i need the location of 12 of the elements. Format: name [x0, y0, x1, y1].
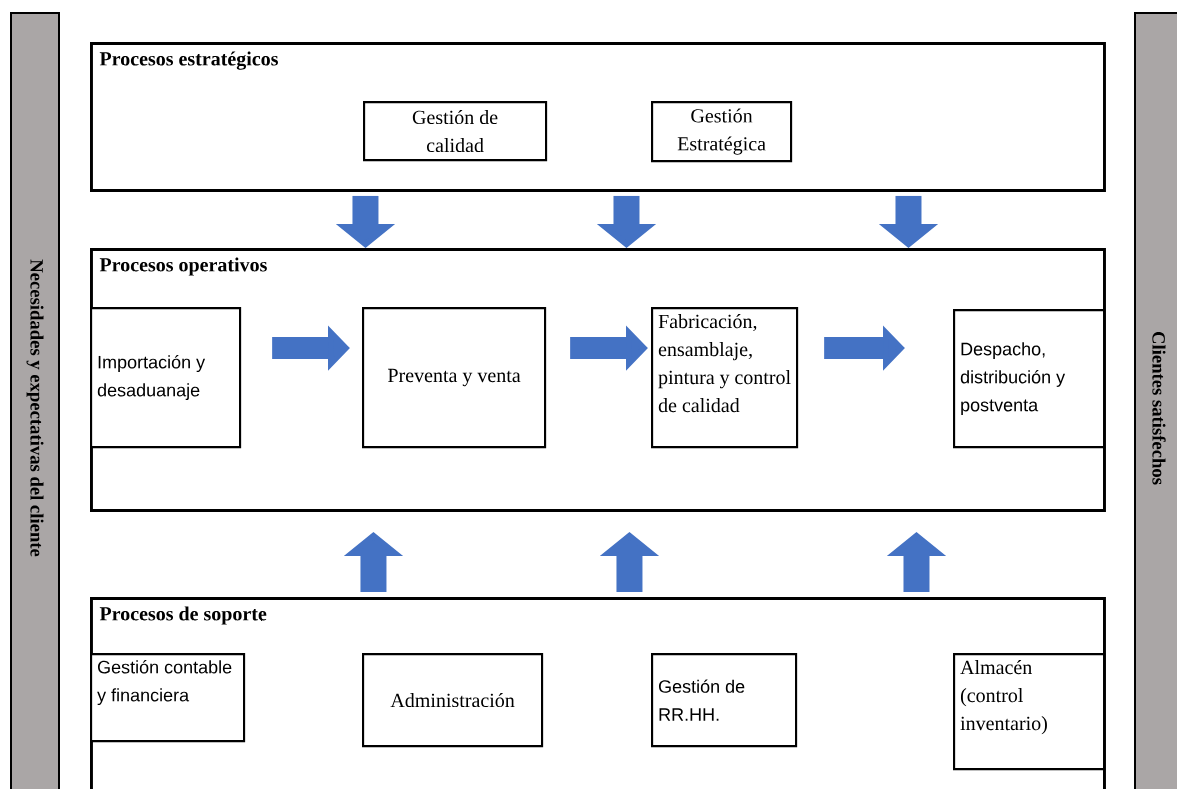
process-box: Fabricación, ensamblaje, pintura y control de calidad	[651, 307, 799, 449]
side-band: Necesidades y expectativas del cliente	[10, 12, 60, 789]
process-box: Gestión Estratégica	[651, 101, 793, 163]
process-box: Gestión contable y financiera	[90, 653, 246, 743]
process-box: Almacén (control inventario)	[953, 653, 1106, 771]
process-box: Gestión de calidad	[363, 101, 548, 162]
side-band: Clientes satisfechos	[1134, 12, 1177, 789]
process-box: Despacho, distribución y postventa	[953, 309, 1106, 449]
process-box: Preventa y venta	[362, 307, 547, 449]
process-box: Importación y desaduanaje	[90, 307, 242, 449]
process-box: Administración	[362, 653, 544, 748]
process-box: Gestión de RR.HH.	[651, 653, 798, 748]
